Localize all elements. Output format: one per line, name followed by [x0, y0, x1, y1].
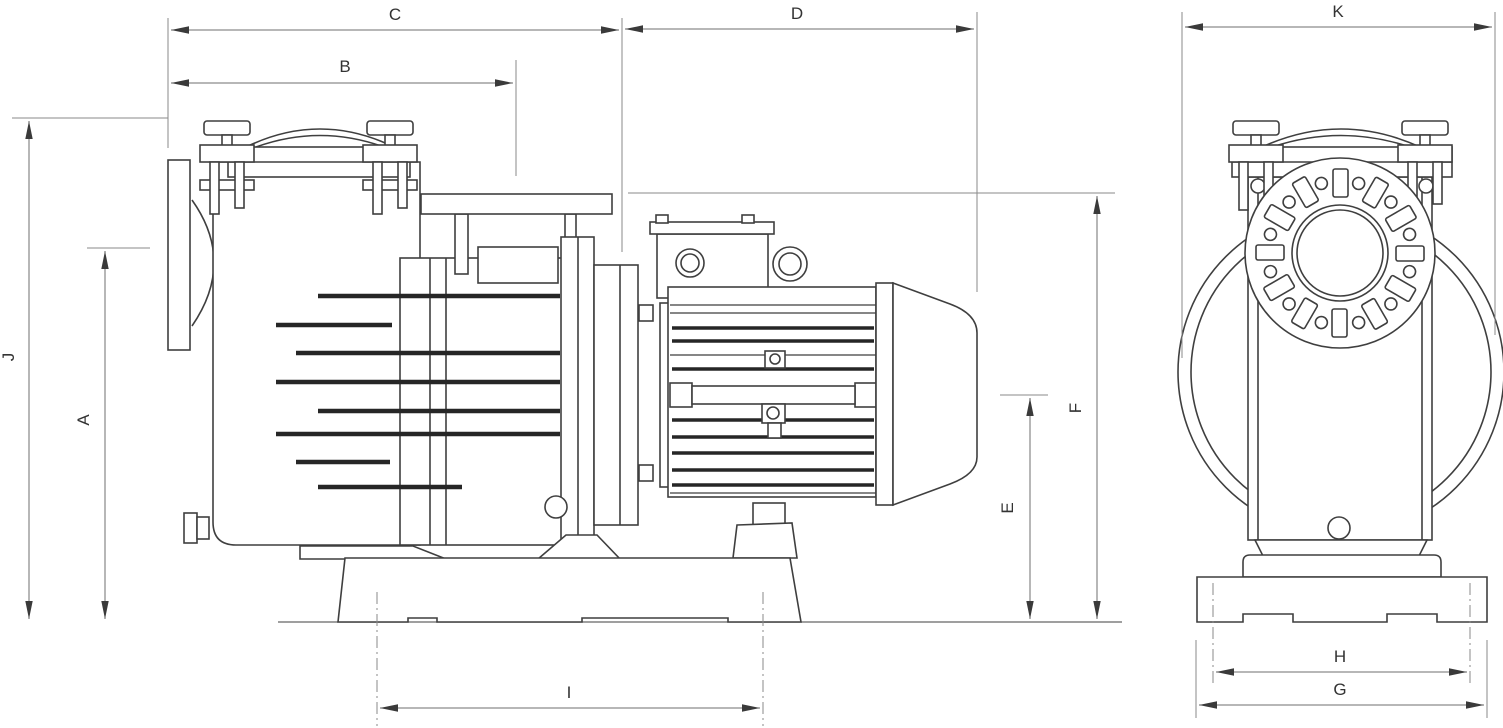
- terminal-box: [649, 214, 775, 299]
- front-tank-lip: [1253, 539, 1429, 557]
- dim-label-c: C: [389, 5, 401, 24]
- dim-label-d: D: [791, 4, 803, 23]
- motor-end-cap: [875, 281, 978, 507]
- motor-foot: [732, 502, 798, 559]
- dim-label-a: A: [74, 414, 93, 426]
- dim-label-b: B: [339, 57, 350, 76]
- drain-plug: [183, 512, 198, 544]
- dim-label-h: H: [1334, 647, 1346, 666]
- baseplate-side: [337, 557, 802, 623]
- discharge-flange: [420, 193, 613, 275]
- pump-casing: [276, 246, 563, 546]
- lifting-eye: [772, 246, 808, 282]
- dimension-layer: [12, 12, 1496, 726]
- drain-plug-body: [196, 516, 210, 540]
- dim-label-g: G: [1333, 680, 1346, 699]
- rating-plate-clip-right: [854, 382, 877, 408]
- flange-slots: [1255, 168, 1425, 338]
- dim-label-i: I: [567, 683, 572, 702]
- dim-label-j: J: [0, 353, 18, 362]
- lid-knob-left: [199, 120, 255, 215]
- motor-body: [667, 286, 877, 498]
- front-drain-boss: [1327, 516, 1351, 540]
- baseplate-front: [1196, 554, 1488, 623]
- rating-plate: [691, 385, 856, 405]
- dim-label-k: K: [1332, 2, 1344, 21]
- front-knob-right: [1397, 120, 1453, 211]
- front-view: [1177, 120, 1503, 623]
- flange-bore: [1296, 209, 1384, 297]
- front-knob-left: [1228, 120, 1284, 211]
- casing-ribs: [276, 293, 560, 490]
- rating-plate-clip-left: [669, 382, 693, 408]
- dim-label-f: F: [1066, 403, 1085, 413]
- dimension-labels: C B D K J A F E I H G: [0, 2, 1347, 702]
- side-view: [167, 120, 978, 623]
- casing-top-boss: [477, 246, 559, 284]
- front-flange-ring: [1244, 157, 1436, 349]
- motor-adapter: [593, 264, 673, 526]
- suction-flange: [167, 159, 191, 351]
- dim-label-e: E: [998, 502, 1017, 513]
- flange-screws: [1263, 176, 1417, 330]
- lid-knob-right: [362, 120, 418, 215]
